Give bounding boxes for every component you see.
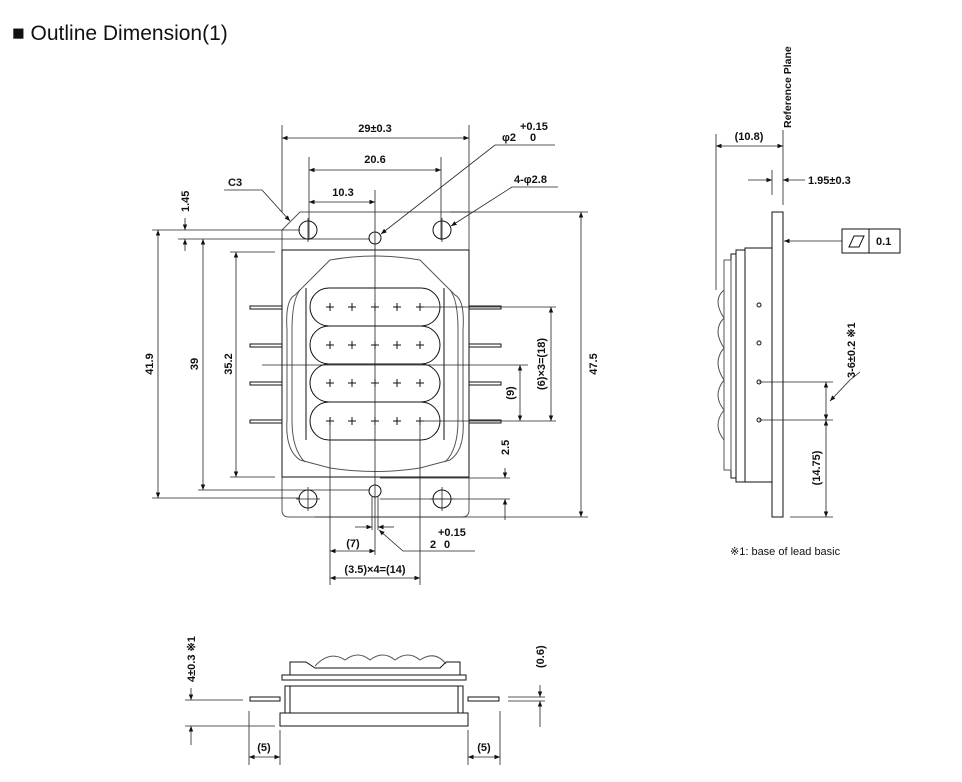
leads [249, 305, 502, 424]
drawing-line [468, 381, 502, 386]
drawing-line [281, 674, 467, 681]
dim-total-height: 47.5 [588, 353, 600, 374]
chamfer-label: C3 [228, 177, 242, 189]
drawing-line [289, 661, 461, 675]
side-body [744, 247, 773, 483]
drawing-line [249, 419, 283, 424]
slot-width: 2 [430, 539, 436, 551]
dim-lead-pitch: (6)×3=(18) [536, 338, 548, 390]
drawing-line [249, 305, 283, 310]
drawing-line [314, 654, 447, 667]
side-view: Reference Plane (10.8) 1.95±0.3 0.1 3-6±… [715, 46, 901, 558]
dim-lead-height: 4±0.3 ※1 [186, 636, 198, 682]
dim-lead-length-right: (5) [477, 742, 491, 754]
drawing-line [224, 189, 291, 222]
dim-lead-offset: (14.75) [811, 450, 823, 485]
drawing-line [450, 186, 558, 227]
drawing-line [468, 305, 502, 310]
bottom-view: 4±0.3 ※1 (5) (5) (0.6) [185, 636, 547, 765]
dim-body-height: 35.2 [223, 353, 235, 374]
flatness-callout: 0.1 [784, 228, 901, 254]
pin-hole-symbol: φ2 [502, 132, 516, 144]
drawing-line [279, 712, 469, 727]
dim-total-width: 29±0.3 [358, 123, 392, 135]
drawing-line [467, 696, 500, 702]
side-base-plate [771, 211, 784, 518]
dim-lead-half: (9) [505, 386, 517, 400]
dim-half-pitch: 10.3 [332, 187, 353, 199]
reference-plane-label: Reference Plane [782, 46, 794, 128]
dim-hole-height: 39 [189, 358, 201, 370]
flatness-icon [848, 235, 865, 248]
lead-dots [756, 302, 762, 423]
dim-lens-pitch: (3.5)×4=(14) [344, 564, 405, 576]
body-outline [281, 249, 470, 478]
dim-lead-thickness: (0.6) [535, 645, 547, 668]
dim-slot-offset: (7) [346, 538, 360, 550]
drawing-line [717, 289, 725, 441]
dim-outer-height: 41.9 [144, 353, 156, 374]
drawing-line [723, 259, 732, 471]
drawing-line [756, 340, 762, 346]
page-title: ■ Outline Dimension(1) [12, 22, 228, 45]
drawing-line [291, 289, 459, 463]
drawing-line [468, 343, 502, 348]
drawing-line [284, 685, 464, 714]
drawing-line [730, 253, 737, 479]
front-dimensions: 29±0.3 20.6 10.3 φ2 +0.15 0 4-φ2.8 C3 1. [144, 121, 600, 585]
dim-depth: (10.8) [735, 131, 764, 143]
dim-plate-thickness: 1.95±0.3 [808, 175, 851, 187]
drawing-line [756, 302, 762, 308]
drawing-line [380, 144, 555, 235]
drawing-line [829, 371, 861, 402]
dim-offset: 1.45 [180, 191, 192, 212]
pin-hole-tol-upper: +0.15 [520, 121, 548, 133]
footnote: ※1: base of lead basic [730, 546, 841, 558]
drawing-line [841, 228, 901, 254]
dim-hole-pitch: 20.6 [364, 154, 385, 166]
front-view: 29±0.3 20.6 10.3 φ2 +0.15 0 4-φ2.8 C3 1. [144, 121, 600, 585]
drawing-line [378, 529, 475, 552]
drawing-line [735, 249, 746, 483]
flatness-value: 0.1 [876, 236, 891, 248]
dim-lead-length-left: (5) [257, 742, 271, 754]
dim-bottom-offset: 2.5 [500, 440, 512, 455]
drawing-line [249, 381, 283, 386]
mount-hole-spec: 4-φ2.8 [514, 174, 547, 186]
pin-hole-tol-lower: 0 [530, 132, 536, 144]
slot-tol-lower: 0 [444, 539, 450, 551]
drawing-line [468, 419, 502, 424]
dim-lead-pitch-side: 3-6±0.2 ※1 [846, 322, 858, 378]
drawing-line [249, 343, 283, 348]
slot-tol-upper: +0.15 [438, 527, 466, 539]
drawing-line [249, 696, 281, 702]
